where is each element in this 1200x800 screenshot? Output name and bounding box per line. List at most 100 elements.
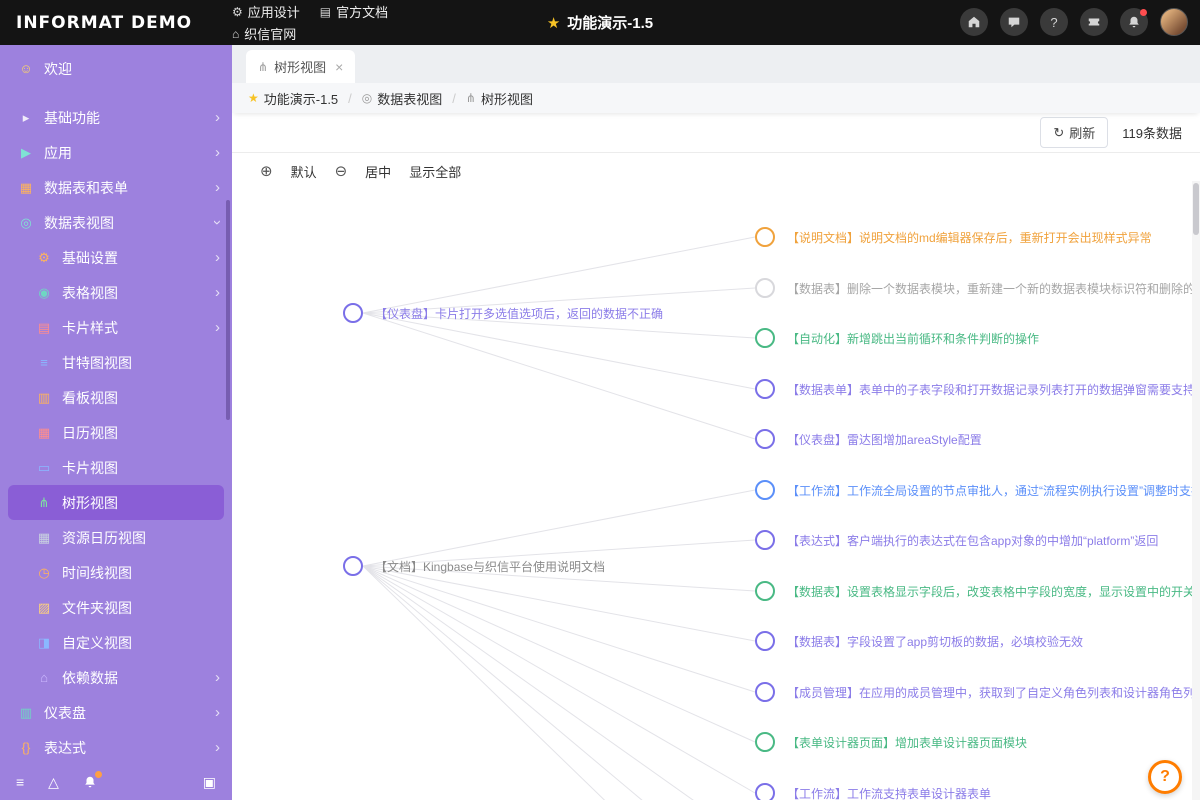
sidebar-item-apps[interactable]: ▶应用› xyxy=(0,135,232,170)
breadcrumb-item[interactable]: ⋔树形视图 xyxy=(466,89,533,108)
zoom-default-button[interactable]: 默认 xyxy=(290,164,317,180)
tree-node-r1[interactable]: 【仪表盘】卡片打开多选值选项后，返回的数据不正确 xyxy=(343,303,663,323)
breadcrumb-item[interactable]: ★功能演示-1.5 xyxy=(248,89,338,108)
zoom-out-icon[interactable]: ⊖ xyxy=(334,163,348,180)
node-circle[interactable] xyxy=(755,530,775,550)
node-label: 【文档】Kingbase与织信平台使用说明文档 xyxy=(375,559,606,574)
node-circle[interactable] xyxy=(755,682,775,702)
sidebar-item-timeline-view[interactable]: ◷时间线视图 xyxy=(0,555,232,590)
node-circle[interactable] xyxy=(755,480,775,500)
help-button[interactable]: ? xyxy=(1040,8,1068,36)
sidebar-item-calendar-view[interactable]: ▦日历视图 xyxy=(0,415,232,450)
sidebar-item-expression[interactable]: {}表达式› xyxy=(0,730,232,764)
node-circle[interactable] xyxy=(755,581,775,601)
show-all-button[interactable]: 显示全部 xyxy=(409,164,462,180)
sidebar-item-label: 文件夹视图 xyxy=(62,599,132,616)
sidebar-item-label: 数据表视图 xyxy=(44,214,114,231)
header-nav-app-design[interactable]: ⚙应用设计 xyxy=(232,2,300,21)
sidebar-item-basic-functions[interactable]: ▸基础功能› xyxy=(0,100,232,135)
help-float-button[interactable]: ? xyxy=(1148,760,1182,794)
sidebar-item-data-table-views[interactable]: ◎数据表视图› xyxy=(0,205,232,240)
sidebar-item-tree-view[interactable]: ⋔树形视图 xyxy=(8,485,224,520)
sidebar-item-card-view[interactable]: ▭卡片视图 xyxy=(0,450,232,485)
caret-right-icon: ▸ xyxy=(22,109,30,125)
tree-edges xyxy=(362,236,756,800)
zoom-in-icon[interactable]: ⊕ xyxy=(260,163,273,180)
sidebar-item-label: 应用 xyxy=(44,144,72,161)
tree-node-c9[interactable]: 【数据表】字段设置了app剪切板的数据，必填校验无效 xyxy=(755,631,1083,651)
star-icon: ★ xyxy=(546,14,561,32)
home-button[interactable] xyxy=(960,8,988,36)
tree-node-c7[interactable]: 【表达式】客户端执行的表达式在包含app对象的中增加“platform”返回 xyxy=(755,530,1158,550)
avatar[interactable] xyxy=(1160,8,1188,36)
node-circle[interactable] xyxy=(755,429,775,449)
chat-icon xyxy=(1008,17,1020,28)
node-circle[interactable] xyxy=(755,631,775,651)
tree-node-c10[interactable]: 【成员管理】在应用的成员管理中，获取到了自定义角色列表和设计器角色列表，但没有去… xyxy=(755,682,1200,702)
sidebar-item-welcome[interactable]: ☺欢迎 xyxy=(0,51,232,86)
tree-node-c8[interactable]: 【数据表】设置表格显示字段后，改变表格中字段的宽度，显示设置中的开关全部变为打开 xyxy=(755,581,1200,601)
sidebar-item-resource-calendar-view[interactable]: ▦资源日历视图 xyxy=(0,520,232,555)
node-circle[interactable] xyxy=(755,379,775,399)
sidebar-item-label: 日历视图 xyxy=(62,424,118,441)
sidebar-item-kanban-view[interactable]: ▥看板视图 xyxy=(0,380,232,415)
sidebar-item-custom-view[interactable]: ◨自定义视图 xyxy=(0,625,232,660)
sidebar-item-dashboard[interactable]: ▥仪表盘› xyxy=(0,695,232,730)
tree-node-c3[interactable]: 【自动化】新增跳出当前循环和条件判断的操作 xyxy=(755,328,1039,348)
sidebar-item-dependency-data[interactable]: ⌂依赖数据› xyxy=(0,660,232,695)
node-label: 【数据表】设置表格显示字段后，改变表格中字段的宽度，显示设置中的开关全部变为打开 xyxy=(787,584,1200,599)
tree-node-c1[interactable]: 【说明文档】说明文档的md编辑器保存后，重新打开会出现样式异常 xyxy=(755,227,1152,247)
node-circle[interactable] xyxy=(343,303,363,323)
menu-icon[interactable]: ≡ xyxy=(16,774,25,790)
tree-node-c5[interactable]: 【仪表盘】雷达图增加areaStyle配置 xyxy=(755,429,982,449)
sidebar-item-label: 基础设置 xyxy=(62,249,118,266)
sidebar-item-folder-view[interactable]: ▨文件夹视图 xyxy=(0,590,232,625)
tab-tree-view[interactable]: ⋔ 树形视图 × xyxy=(246,50,356,83)
close-icon[interactable]: × xyxy=(335,58,344,75)
sidebar-item-basic-settings[interactable]: ⚙基础设置› xyxy=(0,240,232,275)
alert-icon[interactable]: △ xyxy=(48,773,59,790)
node-circle[interactable] xyxy=(755,783,775,800)
collapse-sidebar-icon[interactable]: ▣ xyxy=(202,773,216,790)
tree-node-c6[interactable]: 【工作流】工作流全局设置的节点审批人，通过“流程实例执行设置”调整时支持按照条件… xyxy=(755,480,1200,500)
sidebar-scrollbar[interactable] xyxy=(226,200,230,420)
node-label: 【数据表】字段设置了app剪切板的数据，必填校验无效 xyxy=(787,634,1084,649)
breadcrumb-item[interactable]: ◎数据表视图 xyxy=(362,89,443,108)
node-circle[interactable] xyxy=(755,227,775,247)
tree-icon: ⋔ xyxy=(258,59,269,74)
sidebar-item-data-tables-forms[interactable]: ▦数据表和表单› xyxy=(0,170,232,205)
breadcrumb-label: 数据表视图 xyxy=(377,91,443,107)
sidebar-item-table-view[interactable]: ◉表格视图› xyxy=(0,275,232,310)
workorder-button[interactable] xyxy=(1080,8,1108,36)
chevron-right-icon: › xyxy=(215,319,220,336)
data-count: 119条数据 xyxy=(1122,126,1182,141)
feedback-button[interactable] xyxy=(1000,8,1028,36)
scrollbar-thumb[interactable] xyxy=(1193,183,1199,235)
tree-node-c4[interactable]: 【数据表单】表单中的子表字段和打开数据记录列表打开的数据弹窗需要支持过滤后保留上… xyxy=(755,379,1200,399)
sidebar-item-card-style[interactable]: ▤卡片样式› xyxy=(0,310,232,345)
gantt-icon: ≡ xyxy=(40,355,48,370)
tab-label: 树形视图 xyxy=(274,60,327,75)
tree-node-r2[interactable]: 【文档】Kingbase与织信平台使用说明文档 xyxy=(343,556,605,576)
node-circle[interactable] xyxy=(755,278,775,298)
footer-notification-icon[interactable] xyxy=(83,771,102,789)
tree-canvas[interactable]: 【仪表盘】卡片打开多选值选项后，返回的数据不正确【文档】Kingbase与织信平… xyxy=(232,189,1200,800)
tree-node-c2[interactable]: 【数据表】删除一个数据表模块，重新建一个新的数据表模块标识符和删除的模块一直。发… xyxy=(755,278,1200,298)
sidebar-item-gantt-view[interactable]: ≡甘特图视图 xyxy=(0,345,232,380)
center-button[interactable]: 居中 xyxy=(365,164,392,180)
refresh-button[interactable]: ↻ 刷新 xyxy=(1040,117,1109,148)
canvas-toolbar: ⊕ 默认 ⊖ 居中 显示全部 xyxy=(232,153,1200,189)
sidebar-item-label: 数据表和表单 xyxy=(44,179,128,196)
sidebar-item-label: 表达式 xyxy=(44,739,86,756)
tree-node-c12[interactable]: 【工作流】工作流支持表单设计器表单 xyxy=(755,783,991,800)
node-circle[interactable] xyxy=(755,328,775,348)
node-circle[interactable] xyxy=(755,732,775,752)
notification-button[interactable] xyxy=(1120,8,1148,36)
tree-node-c11[interactable]: 【表单设计器页面】增加表单设计器页面模块 xyxy=(755,732,1027,752)
node-label: 【自动化】新增跳出当前循环和条件判断的操作 xyxy=(787,331,1040,346)
node-circle[interactable] xyxy=(343,556,363,576)
header-nav-official-docs[interactable]: ▤官方文档 xyxy=(320,2,388,21)
header-nav-zhixin-site[interactable]: ⌂织信官网 xyxy=(232,24,296,43)
main-scrollbar[interactable] xyxy=(1192,181,1200,800)
chevron-down-icon: › xyxy=(209,220,226,225)
